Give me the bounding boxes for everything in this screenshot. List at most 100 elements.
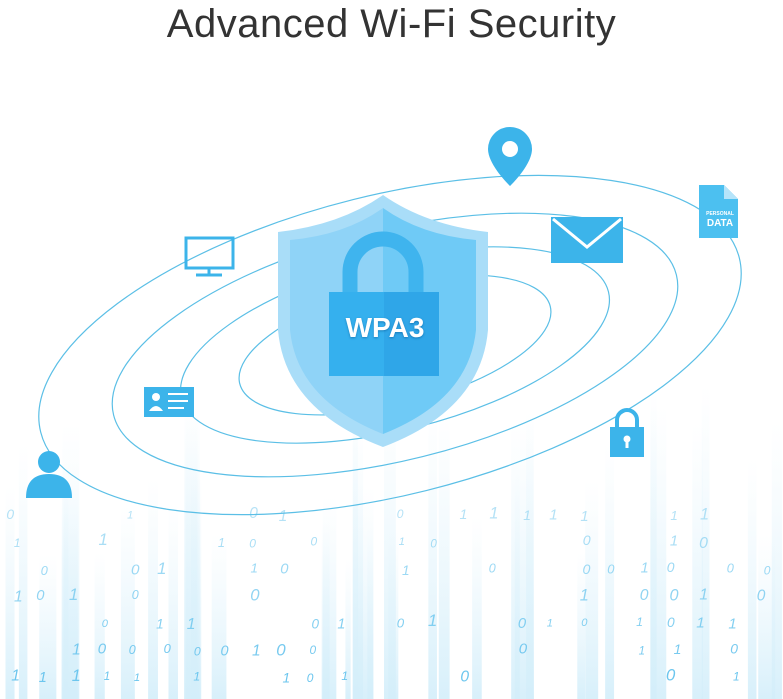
- binary-digit: 0: [131, 561, 140, 578]
- binary-digit: 0: [132, 588, 139, 602]
- binary-digit: 1: [547, 617, 553, 629]
- binary-digit: 1: [14, 589, 23, 606]
- binary-digit: 1: [127, 510, 133, 522]
- light-ray: [18, 444, 28, 699]
- binary-digit: 1: [670, 534, 678, 550]
- binary-digit: 0: [518, 616, 527, 632]
- binary-digit: 1: [72, 642, 81, 659]
- binary-digit: 1: [251, 560, 258, 575]
- binary-digit: 0: [98, 641, 107, 658]
- binary-digit: 1: [728, 616, 736, 633]
- binary-digit: 0: [250, 586, 260, 605]
- light-ray: [211, 534, 227, 699]
- binary-digit: 1: [699, 587, 708, 604]
- light-ray: [120, 505, 135, 699]
- document-line-2: DATA: [706, 217, 734, 229]
- light-ray: [577, 552, 585, 699]
- binary-digit: 1: [674, 641, 682, 657]
- document-line-1: PERSONAL: [706, 211, 734, 217]
- light-ray: [747, 458, 757, 699]
- binary-digit: 1: [69, 585, 78, 604]
- light-ray: [758, 534, 776, 699]
- binary-digit: 0: [460, 669, 469, 686]
- binary-digit: 0: [397, 507, 404, 521]
- light-ray: [585, 479, 599, 699]
- binary-digit: 1: [14, 536, 21, 550]
- light-ray: [185, 403, 200, 699]
- wpa3-label: WPA3: [345, 312, 425, 343]
- binary-digit: 0: [36, 588, 45, 604]
- binary-digit: 1: [39, 670, 47, 686]
- binary-digit: 0: [249, 505, 258, 522]
- binary-digit: 0: [730, 641, 738, 657]
- light-ray: [39, 554, 57, 699]
- page-title: Advanced Wi-Fi Security: [166, 2, 617, 46]
- binary-digit: 1: [399, 536, 405, 548]
- light-ray: [64, 476, 69, 699]
- binary-digit: 0: [727, 560, 735, 575]
- binary-digit: 1: [193, 669, 200, 683]
- envelope-icon: [551, 217, 623, 263]
- binary-digit: 0: [489, 562, 496, 576]
- binary-digit: 1: [157, 559, 166, 578]
- binary-digit: 1: [639, 646, 645, 658]
- binary-digit: 1: [104, 670, 110, 683]
- binary-digit: 1: [549, 507, 557, 524]
- binary-digit: 0: [607, 561, 615, 576]
- binary-digit: 0: [583, 533, 591, 549]
- light-ray: [322, 496, 337, 699]
- binary-digit: 1: [279, 508, 288, 525]
- binary-digit: 0: [640, 587, 649, 604]
- binary-digit: 0: [310, 643, 317, 657]
- binary-digit: 0: [666, 666, 676, 685]
- binary-digit: 1: [460, 507, 468, 523]
- light-ray: [692, 422, 703, 699]
- binary-digit: 1: [523, 508, 531, 523]
- binary-digit: 1: [283, 670, 291, 685]
- binary-digit: 0: [129, 643, 136, 657]
- light-ray: [148, 479, 158, 699]
- light-ray: [517, 421, 534, 699]
- binary-digit: 1: [11, 668, 20, 685]
- binary-digit: 1: [580, 509, 588, 525]
- light-ray: [367, 522, 374, 699]
- id-card-icon: [144, 387, 194, 417]
- binary-digit: 0: [581, 617, 588, 629]
- binary-digit: 0: [670, 586, 679, 604]
- binary-digit: 1: [218, 535, 225, 550]
- light-ray: [472, 516, 482, 699]
- personal-data-document-icon: [699, 185, 738, 238]
- light-ray: [94, 552, 105, 699]
- binary-digit: 0: [221, 643, 229, 659]
- light-ray: [5, 485, 15, 699]
- binary-digit: 0: [41, 564, 48, 578]
- light-rays: [5, 384, 782, 699]
- binary-digit: 1: [402, 563, 410, 578]
- binary-digit: 0: [667, 615, 675, 630]
- binary-digit: 1: [99, 530, 108, 549]
- binary-digit: 0: [583, 562, 591, 578]
- binary-digit: 1: [187, 616, 196, 633]
- shield-padlock-icon: [278, 195, 488, 447]
- light-ray: [605, 443, 615, 699]
- binary-digit: 0: [764, 564, 771, 578]
- binary-digit: 1: [156, 616, 164, 631]
- binary-digit: 1: [72, 667, 81, 685]
- binary-digit: 0: [667, 559, 675, 575]
- personal-data-label: PERSONAL DATA: [702, 211, 738, 229]
- binary-digit: 1: [580, 587, 589, 605]
- binary-digit: 1: [696, 615, 704, 632]
- binary-digit: 1: [252, 643, 261, 660]
- orbit-outer: [38, 174, 742, 516]
- binary-digit: 0: [307, 671, 314, 685]
- binary-digit: 0: [757, 587, 766, 604]
- binary-digit: 0: [280, 562, 289, 578]
- light-ray: [168, 503, 178, 699]
- binary-digit: 1: [636, 615, 643, 629]
- binary-digit: 1: [700, 505, 709, 523]
- binary-digit: 0: [312, 617, 320, 632]
- binary-digit: 0: [194, 644, 201, 658]
- binary-digit: 0: [276, 640, 286, 659]
